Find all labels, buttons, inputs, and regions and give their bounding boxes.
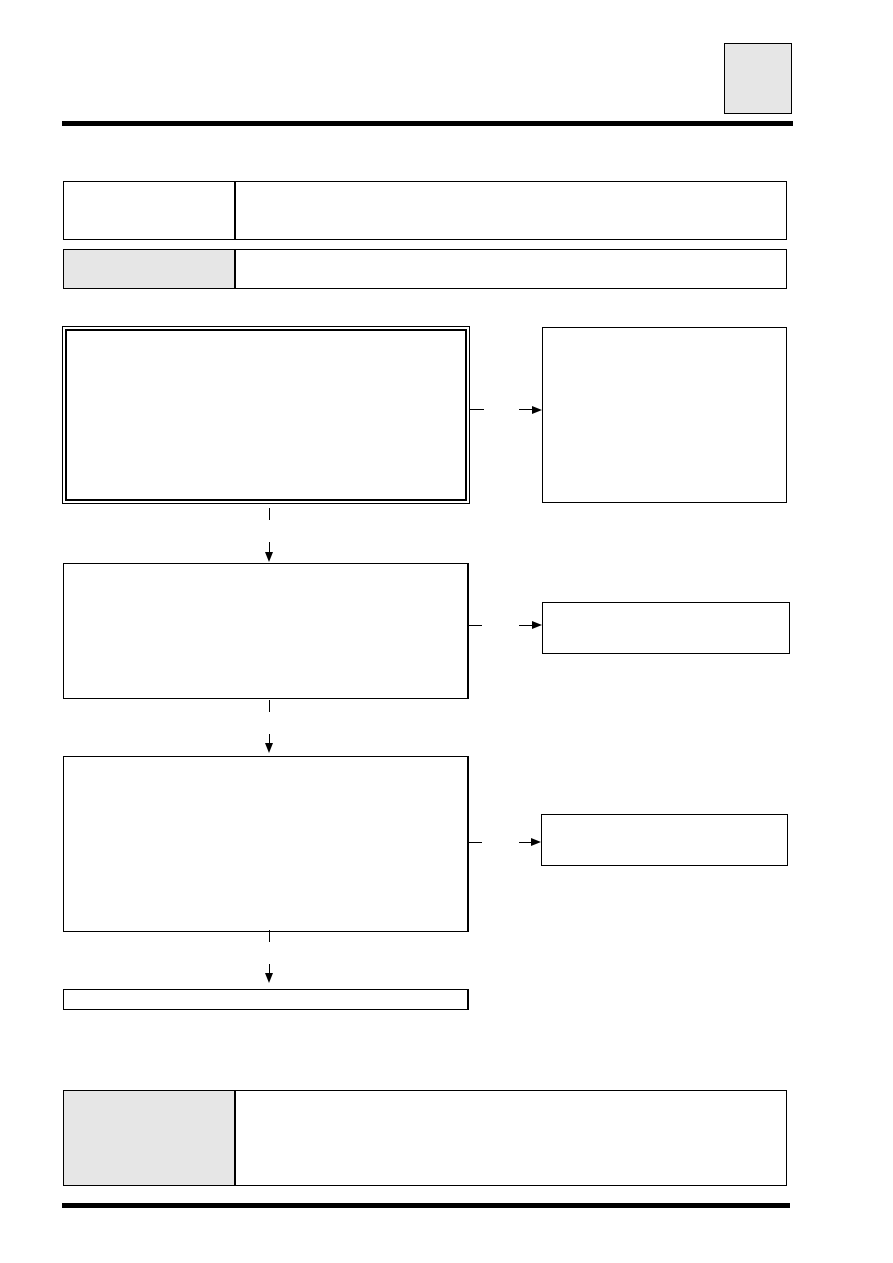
flow-step-3 (63, 756, 469, 932)
flow-step-1 (62, 326, 470, 504)
flow-line-2a (269, 700, 270, 712)
flow-arrow-3 (265, 973, 273, 983)
branch-line-3b (519, 842, 532, 843)
footer-table (63, 1090, 787, 1186)
branch-line-2a (469, 625, 482, 626)
flow-step-1-inner (65, 329, 467, 501)
info-row-2 (63, 249, 787, 289)
info-row-1-value (236, 182, 786, 239)
flow-line-3b (269, 964, 270, 974)
footer-value (236, 1091, 786, 1185)
info-row-2-value (236, 250, 786, 288)
flow-outcome-1 (542, 327, 787, 503)
info-row-1-label (64, 182, 235, 239)
branch-arrow-2 (532, 621, 542, 629)
flow-line-1a (269, 508, 270, 520)
flow-outcome-3 (541, 814, 788, 866)
flow-step-4 (63, 989, 469, 1010)
footer-rule (62, 1203, 790, 1208)
branch-arrow-1 (532, 406, 542, 414)
branch-line-1a (470, 409, 484, 410)
info-row-1 (63, 181, 787, 240)
info-row-1-divider (234, 182, 236, 239)
header-rule (62, 121, 793, 126)
flow-step-2 (63, 563, 469, 699)
info-row-2-label (64, 250, 234, 288)
branch-arrow-3 (531, 838, 541, 846)
flow-line-3a (269, 930, 270, 942)
section-tab (724, 43, 792, 114)
flow-arrow-2 (265, 743, 273, 753)
footer-label (64, 1091, 234, 1185)
info-row-2-divider (234, 250, 236, 288)
flow-arrow-1 (265, 552, 273, 562)
branch-line-2b (519, 625, 533, 626)
flow-line-1b (269, 542, 270, 552)
flow-outcome-2 (542, 602, 790, 654)
flow-line-2b (269, 734, 270, 744)
branch-line-1b (519, 409, 533, 410)
branch-line-3a (469, 842, 482, 843)
footer-divider (234, 1091, 236, 1185)
